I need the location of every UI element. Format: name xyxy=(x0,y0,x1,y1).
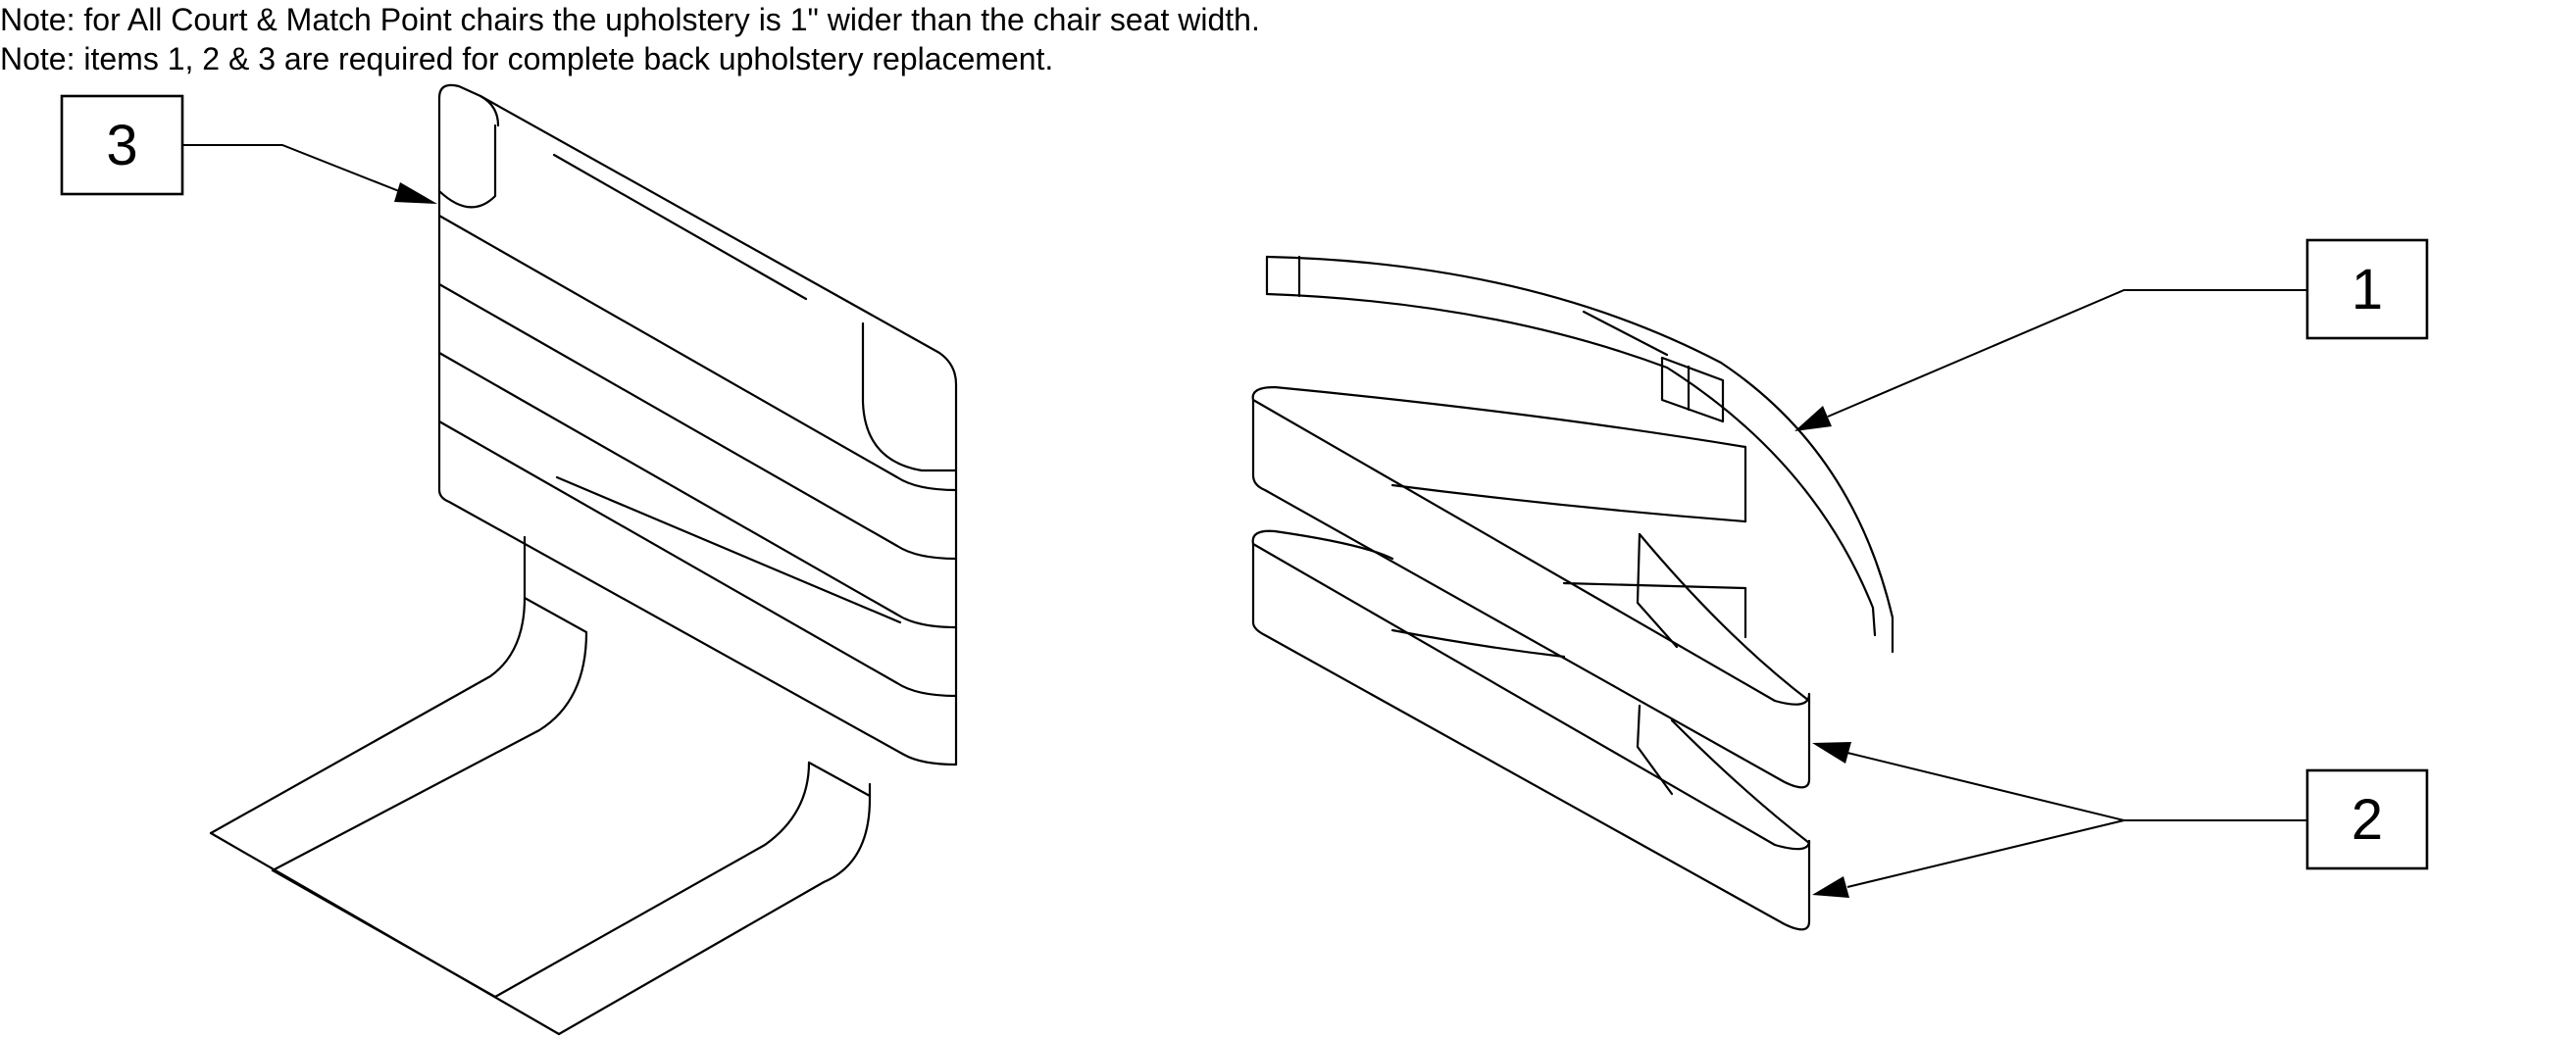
notes: Note: for All Court & Match Point chairs… xyxy=(0,0,1260,78)
callout-1: 1 xyxy=(1794,238,2429,431)
leader-line-2 xyxy=(1846,752,2307,888)
callout-number-3: 3 xyxy=(106,114,137,177)
callout-2: 2 xyxy=(1812,742,2429,898)
chair-frame xyxy=(209,535,872,1036)
note-required-items: Note: items 1, 2 & 3 are required for co… xyxy=(0,41,1054,76)
leader-line-3 xyxy=(182,144,405,194)
callout-number-2: 2 xyxy=(2351,788,2383,852)
leader-line-1 xyxy=(1827,289,2307,418)
callout-box-1 xyxy=(2305,238,2429,340)
arrowhead-3 xyxy=(394,182,437,204)
callout-number-1: 1 xyxy=(2351,258,2383,321)
back-upholstery xyxy=(437,83,958,766)
arrowhead-2-lower xyxy=(1812,876,1849,898)
arrowhead-1 xyxy=(1794,406,1832,431)
tension-strap xyxy=(1265,255,1894,654)
note-upholstery-width: Note: for All Court & Match Point chairs… xyxy=(0,2,1260,37)
callout-3: 3 xyxy=(60,94,437,204)
arrowhead-2-upper xyxy=(1812,742,1851,764)
straps xyxy=(1251,385,1811,931)
